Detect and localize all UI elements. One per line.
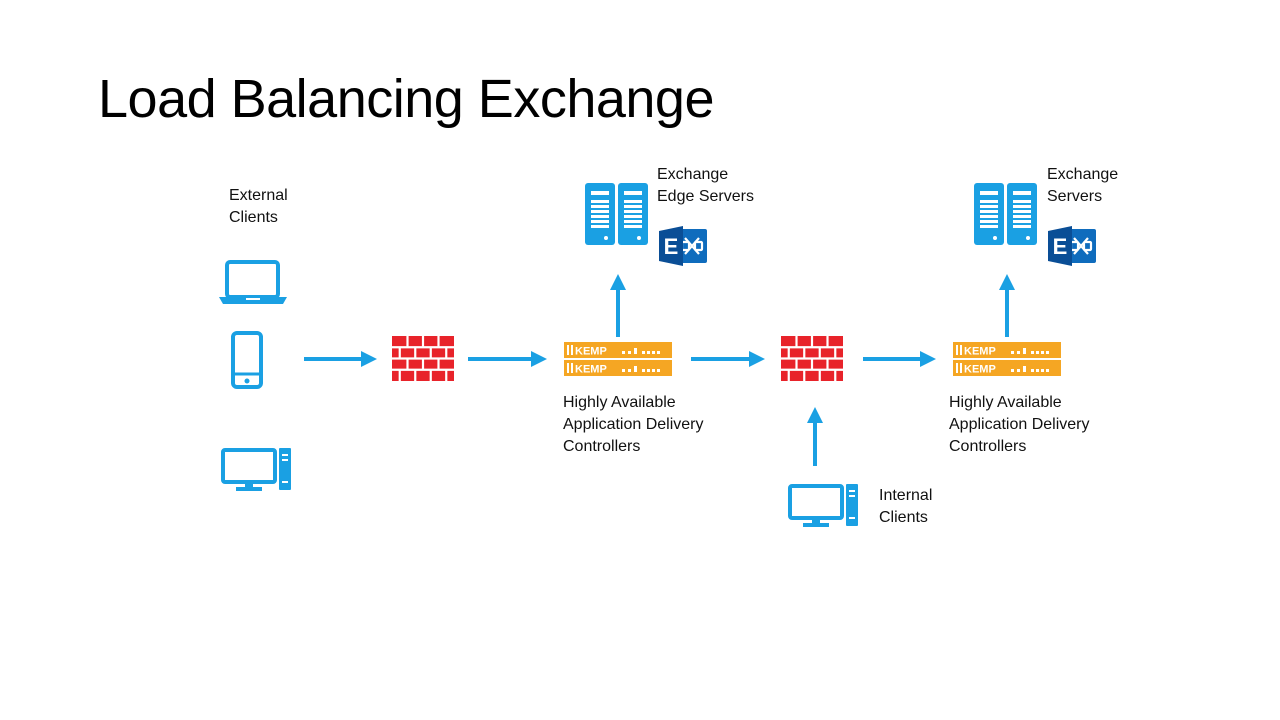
page-title: Load Balancing Exchange [98, 69, 715, 129]
laptop-icon [219, 260, 287, 304]
exchange-logo-main-icon [1046, 224, 1098, 268]
adc-left-icon [564, 342, 672, 376]
firewall-external-icon [390, 334, 456, 383]
external-desktop-icon [221, 446, 293, 493]
exchange-logo-edge-icon [657, 224, 709, 268]
internal-desktop-icon [788, 482, 860, 529]
phone-icon [231, 331, 263, 389]
adc-right-icon [953, 342, 1061, 376]
firewall-internal-icon [779, 334, 845, 383]
edge-servers-icon [585, 183, 648, 245]
exchange-servers-icon [974, 183, 1037, 245]
